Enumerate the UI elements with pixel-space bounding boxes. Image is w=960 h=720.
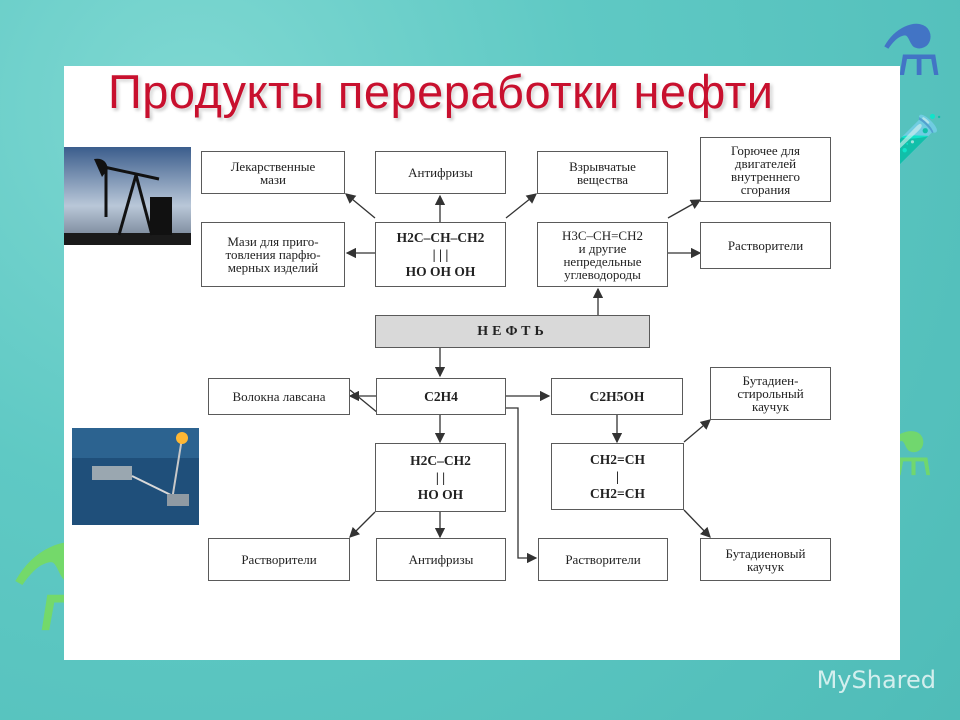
box-solvents-top: Растворители [700,222,831,269]
page-title: Продукты переработки нефти [108,65,774,118]
box-ethylene-glycol: H2C–CH2 | | HO OH [375,443,506,512]
box-medicinal-ointments: Лекарственные мази [201,151,345,194]
oil-pump-photo [64,147,191,245]
box-ethylene: C2H4 [376,378,506,415]
box-explosives: Взрывчатые вещества [537,151,668,194]
box-glycerin: H2C–CH–CH2 | | | HO OH OH [375,222,506,287]
box-perfume-ointments: Мази для приго- товления парфю- мерных и… [201,222,345,287]
box-solvents-left: Растворители [208,538,350,581]
box-butadiene-rubber: Бутадиеновый каучук [700,538,831,581]
box-antifreeze-top: Антифризы [375,151,506,194]
box-antifreeze-bottom: Антифризы [376,538,506,581]
offshore-platform-photo [72,428,199,525]
box-ice-fuel: Горючее для двигателей внутреннего сгора… [700,137,831,202]
box-solvents-mid: Растворители [538,538,668,581]
box-styrene-butadiene-rubber: Бутадиен- стирольный каучук [710,367,831,420]
box-unsaturated-hydrocarbons: H3C–CH=CH2 и другие непредельные углевод… [537,222,668,287]
box-oil: НЕФТЬ [375,315,650,348]
box-butadiene: CH2=CH | CH2=CH [551,443,684,510]
watermark: MyShared [816,666,936,694]
box-ethanol: C2H5OH [551,378,683,415]
box-lavsan-fibers: Волокна лавсана [208,378,350,415]
